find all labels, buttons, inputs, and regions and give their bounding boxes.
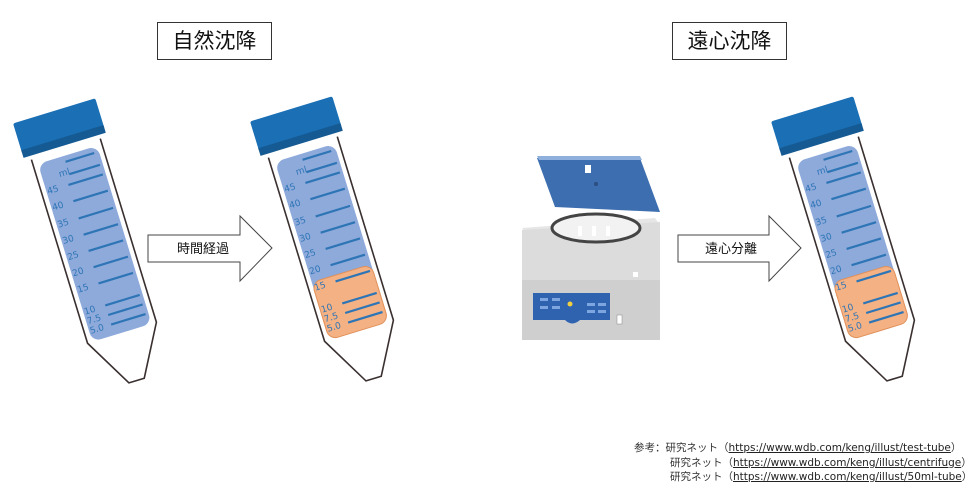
graduation-tick [831,187,867,201]
graduation-label: 15 [313,281,327,294]
graduation-label: 40 [288,198,302,211]
graduation-tick [841,221,877,234]
graduation-tick [325,237,361,250]
graduation-tick [856,269,892,283]
graduation-tick [862,291,899,305]
unit-label: ml [295,165,309,178]
graduation-tick [347,310,383,324]
time-arrow-label: 時間経過 [177,242,229,257]
tube-after-centrifuge: ml 45 40 35 30 25 20 15 107.55.0 [771,96,930,390]
unit-label: ml [58,167,72,180]
centrifuge-illustration [522,156,660,340]
graduation-tick [98,271,134,285]
graduation-label: 35 [56,218,70,231]
graduation-label: 45 [46,184,60,197]
tube-after-settling: ml 45 40 35 30 25 20 15 107.55.0 [250,96,409,390]
graduation-tick [865,301,901,315]
graduation-label: 35 [293,216,307,229]
graduation-tick [110,312,146,326]
reference-source: 研究ネット [670,471,723,483]
reference-row: 研究ネット（https://www.wdb.com/keng/illust/50… [670,471,970,483]
graduation-tick [88,239,124,252]
graduation-tick [836,204,872,218]
graduation-label: 45 [283,182,297,195]
graduation-label: 5.0 [847,321,864,335]
graduation-tick [305,171,341,184]
graduation-tick [310,187,346,201]
graduation-tick [868,310,904,324]
reference-link[interactable]: https://www.wdb.com/keng/illust/50ml-tub… [733,471,962,483]
reference-row: 参考：研究ネット（https://www.wdb.com/keng/illust… [634,442,962,454]
graduation-label: 5.0 [326,321,343,335]
reference-row: 研究ネット（https://www.wdb.com/keng/illust/ce… [670,456,970,469]
graduation-tick [826,171,862,184]
tube-before: ml 45 40 35 30 25 20 15 107.55.0 [13,98,172,392]
graduation-tick [104,293,141,307]
graduation-label: 35 [814,216,828,229]
graduation-tick [83,223,119,236]
graduation-label: 25 [66,250,80,263]
title-natural-sedimentation: 自然沈降 [157,22,272,60]
reference-source: 研究ネット [665,442,719,454]
graduation-label: 20 [829,264,843,277]
centrifuge-arrow: 遠心分離 [677,214,802,283]
reference-link[interactable]: https://www.wdb.com/keng/illust/test-tub… [728,442,951,454]
graduation-label: 5.0 [89,323,106,337]
reference-notes: 参考： 研究ネット（https://www.wdb.com/keng/illust… [634,441,970,485]
graduation-tick [341,291,378,305]
graduation-label: 7.5 [86,313,103,327]
title-centrifugal-sedimentation: 遠心沈降 [672,22,787,60]
graduation-label: 40 [809,198,823,211]
reference-prefix: 参考： [634,442,666,454]
graduation-tick [330,253,366,267]
graduation-label: 15 [834,281,848,294]
graduation-label: 30 [298,232,312,245]
graduation-tick [344,301,380,315]
graduation-label: 30 [61,234,75,247]
graduation-tick [78,206,114,220]
graduation-tick [107,303,143,317]
graduation-label: 15 [76,283,90,296]
graduation-label: 10 [83,305,97,318]
graduation-label: 30 [819,232,833,245]
graduation-label: 45 [804,182,818,195]
graduation-label: 25 [824,248,838,261]
graduation-label: 7.5 [323,311,340,325]
graduation-tick [68,173,104,186]
graduation-label: 7.5 [844,311,861,325]
reference-link[interactable]: https://www.wdb.com/keng/illust/centrifu… [733,456,962,469]
graduation-tick [93,255,129,269]
graduation-label: 10 [320,303,334,316]
centrifuge-arrow-label: 遠心分離 [705,242,757,257]
graduation-label: 10 [841,303,855,316]
graduation-label: 25 [303,248,317,261]
graduation-tick [320,221,356,234]
graduation-label: 20 [71,266,85,279]
reference-source: 研究ネット [670,456,723,469]
graduation-tick [851,253,887,267]
graduation-label: 40 [51,200,65,213]
unit-label: ml [816,165,830,178]
time-arrow: 時間経過 [147,214,273,283]
graduation-tick [315,204,351,218]
graduation-tick [846,237,882,250]
graduation-label: 20 [308,264,322,277]
graduation-tick [73,189,109,203]
graduation-tick [335,269,371,283]
